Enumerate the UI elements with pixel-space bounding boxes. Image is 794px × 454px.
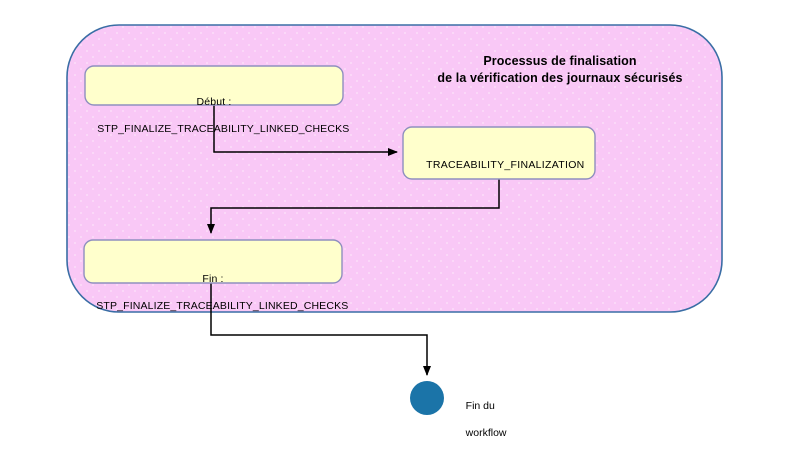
end-event-circle xyxy=(410,381,444,415)
start-event-box xyxy=(84,65,344,106)
end-event-label-line1: Fin du xyxy=(465,399,495,412)
connector-start-to-task xyxy=(213,105,398,156)
end-step-box xyxy=(83,239,343,284)
end-event-label-line2: workflow xyxy=(465,426,507,439)
connector-task-to-end-step xyxy=(207,179,500,234)
pool-title-line2: de la vérification des journaux sécurisé… xyxy=(437,70,683,85)
pool-title: Processus de finalisation de la vérifica… xyxy=(415,53,705,87)
task-box xyxy=(402,126,596,180)
pool-title-line1: Processus de finalisation xyxy=(483,54,637,68)
end-event-label: Fin du workflow xyxy=(454,386,544,454)
connector-end-step-to-end-event xyxy=(210,283,431,376)
